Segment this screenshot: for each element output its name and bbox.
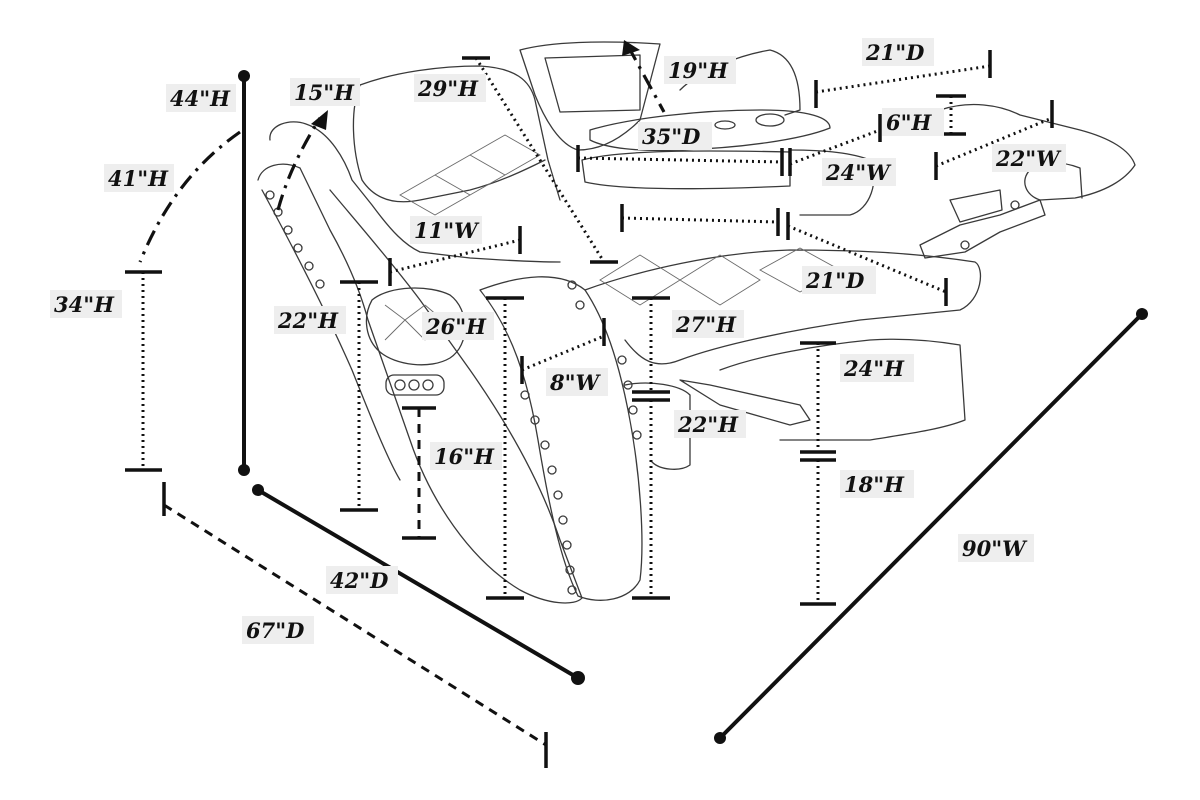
label-recline-arc: 15"H <box>294 80 355 105</box>
label-center-seat-height: 22"H <box>677 412 739 437</box>
label-footrest-width: 22"W <box>995 146 1062 171</box>
seat-back-height-line <box>474 57 606 263</box>
reclined-depth-line <box>163 503 547 747</box>
seat-width-line <box>389 238 521 274</box>
label-overall-width: 90"W <box>962 536 1028 561</box>
overall-width-line <box>718 312 1144 740</box>
table-width-line <box>789 128 881 166</box>
label-arm-height: 22"H <box>277 308 339 333</box>
label-reclined-height: 41"H <box>108 166 169 191</box>
dimension-lines <box>125 40 1148 768</box>
headrest-extension-line <box>815 64 991 94</box>
label-floor-to-seat-height: 18"H <box>844 472 905 497</box>
seat-depth-line <box>787 224 947 294</box>
arm-width-line <box>521 334 605 372</box>
label-arm-base-height: 34"H <box>54 292 115 317</box>
label-tray-lift-height: 19"H <box>668 58 729 83</box>
label-tray-height: 6"H <box>886 110 933 135</box>
control-panel <box>385 374 445 396</box>
label-seat-depth: 21"D <box>805 268 865 293</box>
depth-line <box>256 488 580 680</box>
label-seat-width: 11"W <box>414 218 480 243</box>
left-arm-outline <box>257 163 583 604</box>
left-back-outline <box>269 121 561 263</box>
label-overall-height: 44"H <box>170 86 231 111</box>
tray-lift-line <box>626 45 666 113</box>
reclined-height-arc <box>138 130 241 263</box>
label-arm-width: 8"W <box>549 370 602 395</box>
label-leg-rest-height: 24"H <box>843 356 905 381</box>
label-table-width: 24"W <box>825 160 892 185</box>
label-console-height: 26"H <box>425 314 487 339</box>
label-console-storage-height: 16"H <box>434 444 495 469</box>
label-center-height: 27"H <box>675 312 737 337</box>
dimension-labels: 44"H 41"H 15"H 29"H 19"H 21"D 35"D 6"H 2… <box>50 38 1066 644</box>
table-depth-line <box>577 156 783 164</box>
label-table-depth: 35"D <box>642 124 701 149</box>
label-headrest-extension-depth: 21"D <box>865 40 925 65</box>
label-seat-back-height: 29"H <box>417 76 479 101</box>
arm-studs <box>265 190 642 595</box>
label-seat-depth-total: 42"D <box>330 568 389 593</box>
recline-arc-line <box>276 117 322 211</box>
label-reclined-depth: 67"D <box>246 618 305 643</box>
